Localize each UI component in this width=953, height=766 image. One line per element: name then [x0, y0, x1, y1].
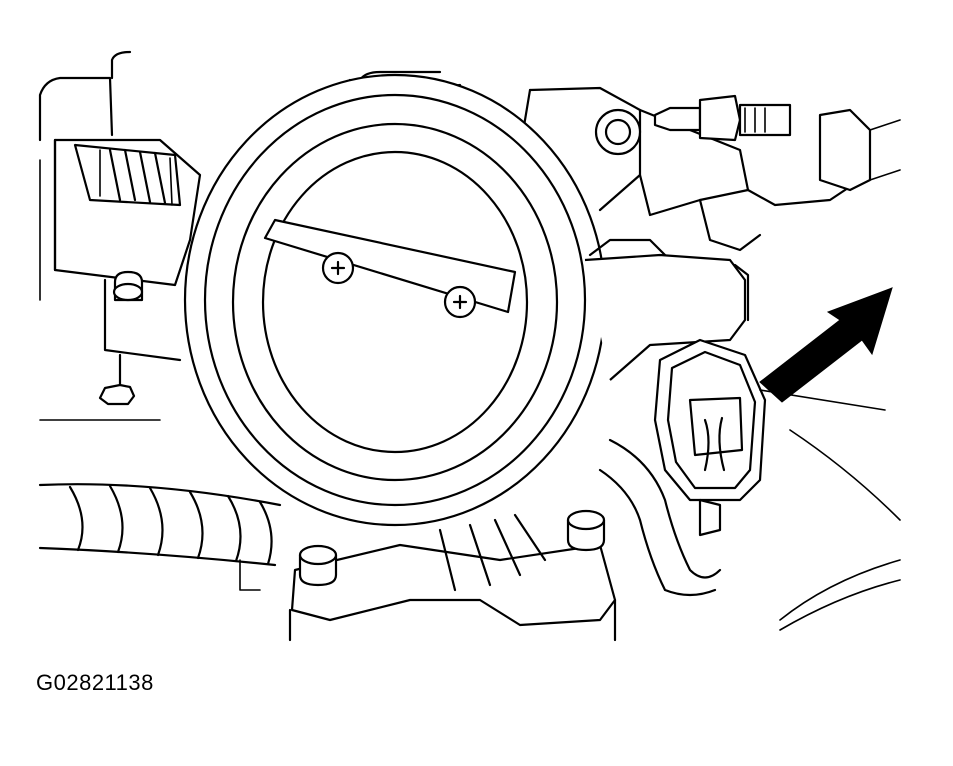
- sensor-connector: [653, 338, 767, 537]
- base-bolt-left: [298, 544, 338, 587]
- throttle-plate-screw-1: [321, 251, 355, 285]
- throttle-plate-screw-2: [443, 285, 477, 319]
- throttle-spring-housing: [53, 138, 202, 406]
- arrow-icon: [759, 287, 893, 403]
- intake-hose: [38, 483, 282, 567]
- wiring-harness: [598, 438, 722, 597]
- mounting-bolt-left: [112, 282, 144, 302]
- base-flange: [288, 513, 617, 642]
- mounting-bolt-top: [594, 108, 642, 156]
- engine-background-outline: [38, 50, 161, 421]
- base-bolt-right: [566, 509, 606, 552]
- shaft-housing: [584, 238, 750, 381]
- background-lines-right: [239, 389, 901, 631]
- right-bracket: [638, 94, 901, 252]
- figure-code: G02821138: [36, 670, 154, 695]
- throttle-bore: [183, 73, 607, 527]
